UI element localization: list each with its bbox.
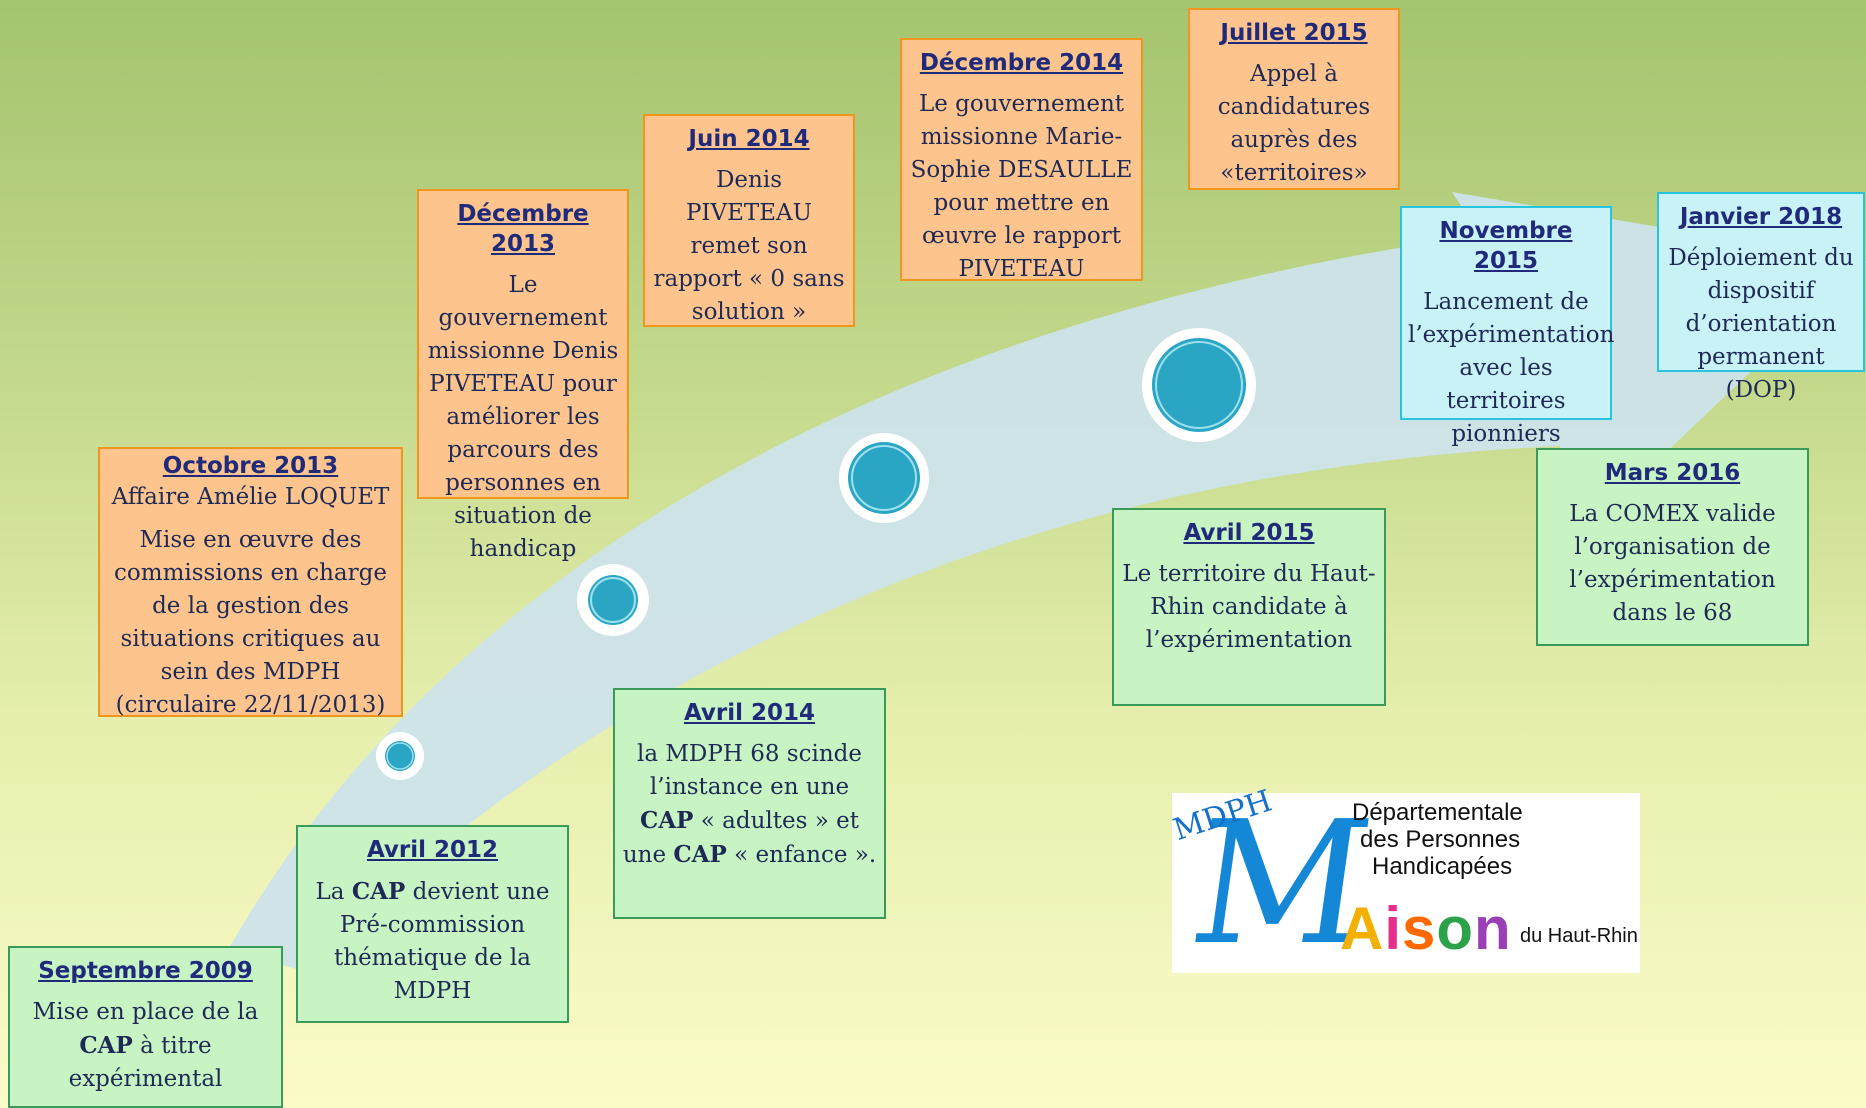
text-part: « adultes » et une — [622, 808, 859, 868]
logo-word-letter: s — [1402, 895, 1437, 962]
milestone-node-3 — [839, 433, 929, 523]
event-subtitle: Affaire Amélie LOQUET — [111, 484, 390, 510]
text-part: la MDPH 68 scinde l’instance en une — [637, 741, 862, 800]
event-text: La CAP devient une Pré-commission thémat… — [304, 875, 561, 1008]
text-part: devient une Pré-commission thématique de… — [334, 879, 550, 1004]
logo-word: Aison — [1340, 897, 1512, 961]
event-date: Juin 2014 — [688, 126, 810, 152]
event-text: Déploiement du dispositif d’orientation … — [1668, 245, 1854, 403]
logo-word-letter: o — [1436, 895, 1475, 962]
event-date: Octobre 2013 — [162, 453, 339, 479]
text-bold: CAP — [79, 1032, 133, 1059]
text-bold: CAP — [351, 878, 406, 905]
text-bold: CAP — [673, 841, 727, 868]
event-text: Le gouvernement missionne Marie-Sophie D… — [910, 91, 1133, 282]
event-oct2013: Octobre 2013 Affaire Amélie LOQUET Mise … — [98, 447, 403, 718]
event-jul2015: Juillet 2015 Appel à candidatures auprès… — [1188, 8, 1400, 190]
event-text: Le territoire du Haut-Rhin candidate à l… — [1122, 561, 1376, 653]
event-avr2012: Avril 2012 La CAP devient une Pré-commis… — [296, 825, 569, 1023]
event-jun2014: Juin 2014 Denis PIVETEAU remet son rappo… — [643, 114, 855, 327]
event-text: Denis PIVETEAU remet son rapport « 0 san… — [653, 167, 845, 325]
event-date: Novembre 2015 — [1439, 218, 1573, 274]
logo-line-2: des Personnes — [1360, 826, 1521, 853]
logo-line-1: Départementale — [1352, 799, 1523, 826]
event-dec2013: Décembre 2013 Le gouvernement missionne … — [417, 189, 629, 562]
event-mar2016: Mars 2016 La COMEX valide l’organisation… — [1536, 448, 1809, 646]
event-date: Décembre 2014 — [919, 50, 1124, 76]
logo-word-letter: i — [1384, 895, 1403, 962]
event-text: Mise en place de la CAP à titre expérime… — [16, 996, 275, 1096]
text-part: à titre expérimental — [68, 1033, 223, 1092]
milestone-node-2 — [577, 564, 649, 636]
event-text: Appel à candidatures auprès des «territo… — [1217, 61, 1371, 186]
text-bold: CAP — [640, 807, 694, 834]
event-date: Juillet 2015 — [1220, 20, 1368, 46]
event-date: Mars 2016 — [1604, 460, 1741, 486]
text-part: « enfance ». — [726, 842, 877, 868]
text-part: La — [315, 879, 352, 905]
event-date: Avril 2012 — [366, 837, 499, 863]
event-sep2009: Septembre 2009 Mise en place de la CAP à… — [8, 946, 283, 1108]
event-date: Janvier 2018 — [1679, 204, 1843, 230]
event-nov2015: Novembre 2015 Lancement de l’expérimenta… — [1400, 206, 1614, 447]
event-avr2014: Avril 2014 la MDPH 68 scinde l’instance … — [613, 688, 886, 919]
logo-word-letter: A — [1340, 895, 1385, 962]
event-jan2018: Janvier 2018 Déploiement du dispositif d… — [1657, 192, 1865, 403]
event-text: la MDPH 68 scinde l’instance en une CAP … — [621, 738, 878, 872]
logo-line-3: Handicapées — [1372, 853, 1513, 880]
event-date: Septembre 2009 — [38, 958, 253, 984]
event-date: Décembre 2013 — [457, 201, 589, 257]
milestone-node-4 — [1142, 328, 1256, 442]
milestone-node-1 — [376, 732, 424, 780]
text-part: Mise en place de la — [32, 999, 259, 1025]
event-text: Le gouvernement missionne Denis PIVETEAU… — [427, 272, 619, 562]
event-date: Avril 2014 — [683, 700, 816, 726]
event-text: Lancement de l’expérimentation avec les … — [1408, 289, 1615, 447]
event-date: Avril 2015 — [1183, 520, 1315, 546]
milestone-nodes — [376, 328, 1256, 780]
mdph-logo: M MDPH Départementale des Personnes Hand… — [1169, 783, 1640, 983]
logo-location: du Haut-Rhin — [1520, 925, 1638, 947]
event-dec2014: Décembre 2014 Le gouvernement missionne … — [900, 38, 1143, 282]
event-text: Mise en œuvre des commissions en charge … — [114, 527, 387, 718]
event-avr2015: Avril 2015 Le territoire du Haut-Rhin ca… — [1112, 508, 1386, 706]
event-text: La COMEX valide l’organisation de l’expé… — [1569, 501, 1776, 626]
logo-word-letter: n — [1474, 895, 1512, 962]
